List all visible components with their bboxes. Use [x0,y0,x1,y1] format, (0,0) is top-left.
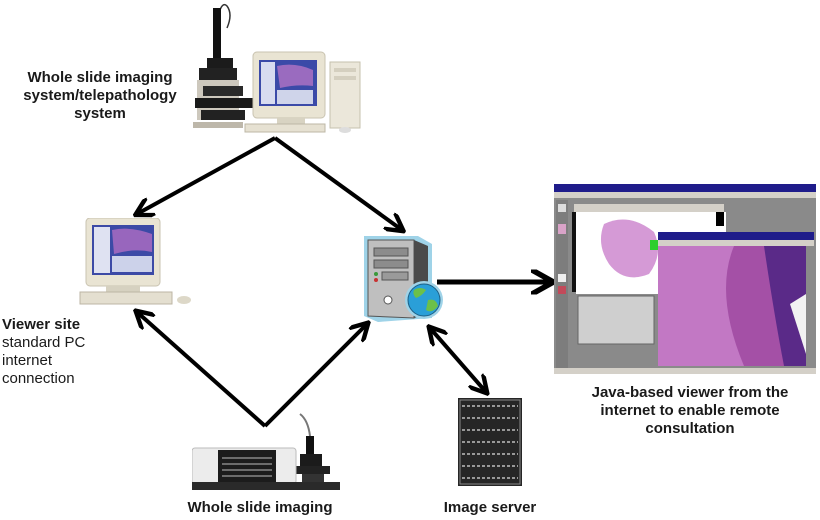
arrow-scanner-to-viewer [137,312,267,428]
label-line: Whole slide imaging [187,499,333,516]
image-server-label: Image server [430,499,550,517]
arrow-webserver-imageserver [430,328,486,392]
label-line: system/telepathology [23,87,177,104]
server-globe-icon [364,236,443,322]
label-line: Java-based viewer from the [591,384,789,401]
viewer-site-label: Viewer site standard PC internet connect… [2,316,122,388]
label-line: Whole slide imaging [27,69,173,86]
arrow-wsi-to-viewer [137,136,276,214]
desktop-pc-icon [79,218,191,305]
viewer-screenshot-icon [554,184,816,374]
label-line: consultation [645,420,735,437]
arrow-scanner-to-webserver [263,324,367,428]
label-line: standard PC [2,334,86,351]
server-rack-icon [458,398,522,486]
label-line: internet [2,352,53,369]
label-line: connection [2,370,75,387]
label-line: system [74,105,126,122]
java-viewer-label: Java-based viewer from the internet to e… [560,384,820,438]
arrow-wsi-to-webserver [273,136,402,230]
microscope-workstation-icon [193,3,361,133]
label-line: internet to enable remote [600,402,780,419]
label-line: Viewer site [2,316,81,333]
label-line: Image server [443,499,537,516]
wsi-scanner-label: Whole slide imaging [160,499,360,517]
slide-scanner-icon [192,413,340,490]
wsi-telepathology-label: Whole slide imaging system/telepathology… [0,69,200,123]
